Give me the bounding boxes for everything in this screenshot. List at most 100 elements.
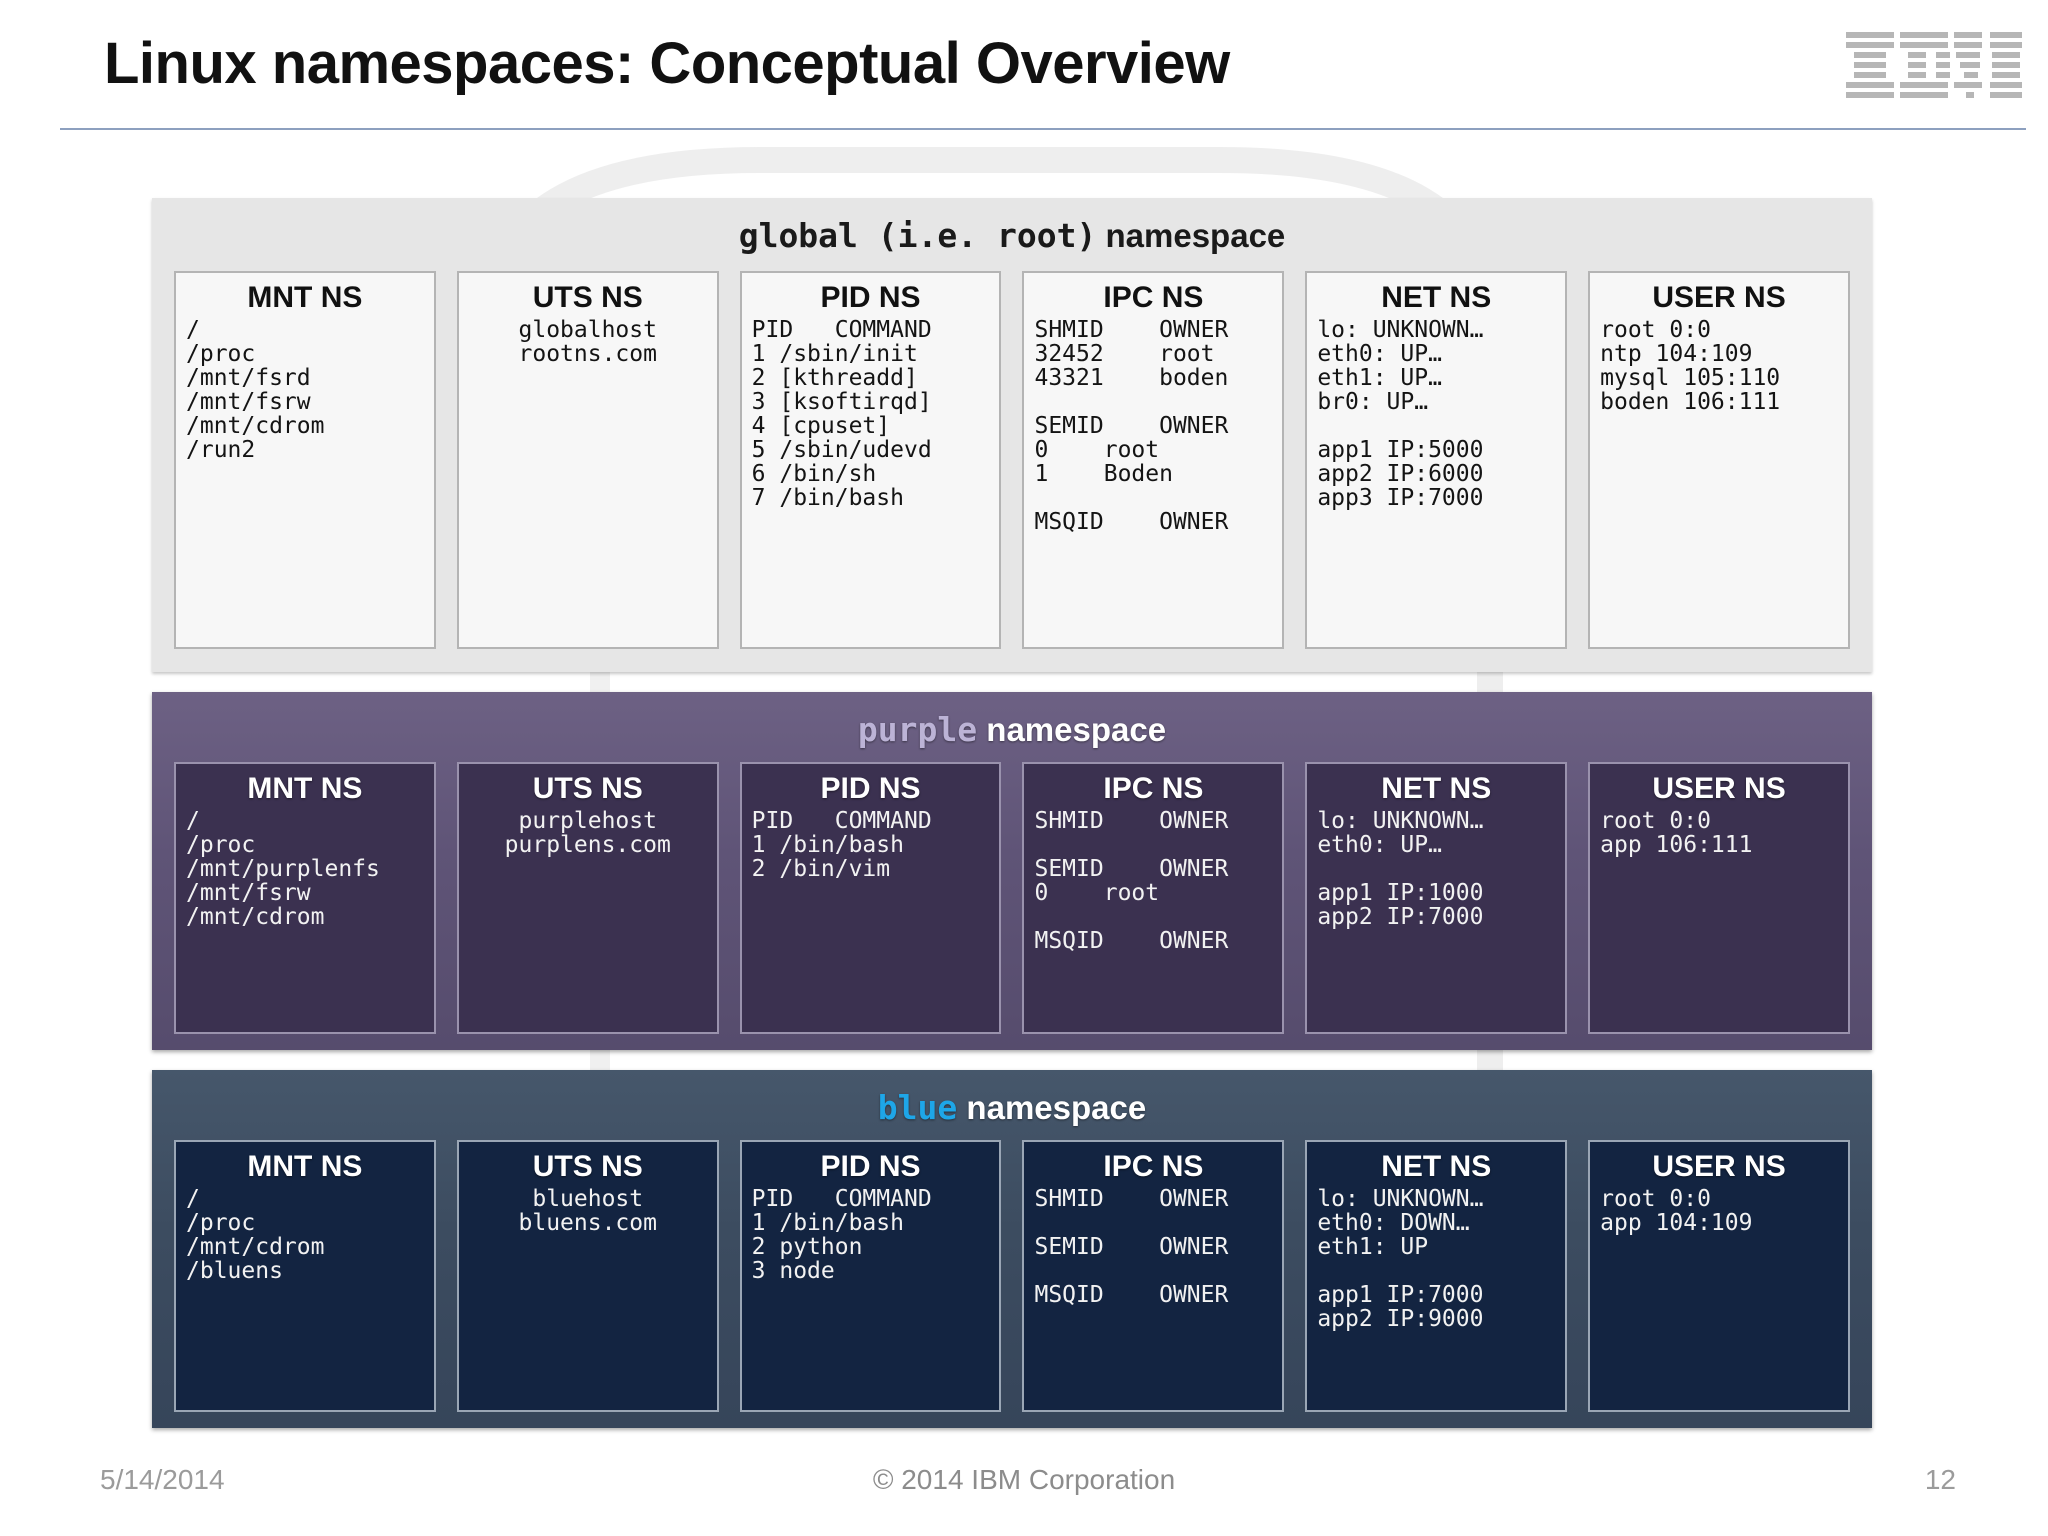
namespace-box-line: app1 IP:1000 [1317, 879, 1484, 906]
namespace-box-line: / [186, 316, 200, 343]
namespace-box-line: 5 /sbin/udevd [751, 436, 932, 463]
namespace-box-line [1034, 834, 1282, 858]
namespace-name-suffix: namespace [957, 1089, 1147, 1126]
namespace-box-line: MSQID OWNER [1034, 927, 1229, 954]
namespace-box-line: eth0: UP… [1317, 831, 1442, 858]
namespace-box-line: /mnt/purplenfs [186, 855, 380, 882]
namespace-box-line: /mnt/cdrom [186, 1233, 325, 1260]
namespace-box-line: / [186, 1185, 200, 1212]
namespace-box-mnt-ns: MNT NS//proc/mnt/fsrd/mnt/fsrw/mnt/cdrom… [174, 271, 436, 649]
namespace-name: purple [857, 710, 978, 749]
namespace-box-line: /mnt/fsrd [186, 364, 311, 391]
namespace-box-line: 32452 root [1034, 340, 1215, 367]
footer-page-number: 12 [1924, 1464, 1956, 1495]
namespace-box-line: lo: UNKNOWN… [1317, 316, 1484, 343]
namespace-box-line: 2 /bin/vim [751, 855, 891, 882]
namespace-box-line: rootns.com [518, 340, 657, 367]
namespace-box-line: boden 106:111 [1600, 388, 1781, 415]
namespace-box-line: 7 /bin/bash [751, 484, 904, 511]
namespace-box-line: bluens.com [518, 1209, 657, 1236]
namespace-name: blue [877, 1088, 958, 1127]
namespace-box-line: /run2 [186, 436, 256, 463]
namespace-box-line: /bluens [186, 1257, 283, 1284]
namespace-box-line: 6 /bin/sh [751, 460, 877, 487]
namespace-box-line: br0: UP… [1317, 388, 1429, 415]
namespace-row-global: global (i.e. root) namespace MNT NS//pro… [152, 198, 1872, 672]
namespace-box-line: MSQID OWNER [1034, 1281, 1229, 1308]
namespace-box-title: NET NS [1381, 772, 1492, 805]
namespace-box-line: MSQID OWNER [1034, 508, 1229, 535]
namespace-box-line: mysql 105:110 [1600, 364, 1781, 391]
namespace-box-line: /mnt/cdrom [186, 412, 325, 439]
namespace-box-line: /mnt/fsrw [186, 879, 311, 906]
footer-copyright: © 2014 IBM Corporation [872, 1464, 1176, 1495]
namespace-box-mnt-ns: MNT NS//proc/mnt/cdrom/bluens [174, 1140, 436, 1412]
namespace-box-line: app2 IP:7000 [1317, 903, 1484, 930]
namespace-row-blue: blue namespace MNT NS//proc/mnt/cdrom/bl… [152, 1070, 1872, 1428]
namespace-row-purple: purple namespace MNT NS//proc/mnt/purple… [152, 692, 1872, 1050]
namespace-box-title: USER NS [1652, 772, 1786, 805]
namespace-box-lines: SHMID OWNER SEMID OWNER MSQID OWNER [1024, 1186, 1282, 1308]
namespace-box-line: 0 root [1034, 436, 1160, 463]
namespace-box-line: 3 [ksoftirqd] [751, 388, 932, 415]
namespace-box-lines: //proc/mnt/purplenfs/mnt/fsrw/mnt/cdrom [176, 808, 434, 930]
namespace-box-title: IPC NS [1103, 281, 1204, 314]
namespace-box-line: app 104:109 [1600, 1209, 1753, 1236]
namespace-row-title: blue namespace [152, 1070, 1872, 1126]
namespace-box-line: 43321 boden [1034, 364, 1229, 391]
namespace-box-line [1317, 858, 1565, 882]
namespace-box-lines: lo: UNKNOWN…eth0: UP…eth1: UP…br0: UP… ap… [1307, 317, 1565, 511]
namespace-box-title: IPC NS [1103, 1150, 1204, 1183]
namespace-box-line: purplens.com [504, 831, 671, 858]
page-title: Linux namespaces: Conceptual Overview [104, 31, 1230, 96]
namespace-box-line: PID COMMAND [751, 807, 932, 834]
namespace-box-line: 1 Boden [1034, 460, 1173, 487]
namespace-box-lines: //proc/mnt/cdrom/bluens [176, 1186, 434, 1284]
namespace-row-title: purple namespace [152, 692, 1872, 748]
namespace-box-line: 1 /sbin/init [751, 340, 918, 367]
namespace-box-line: app1 IP:5000 [1317, 436, 1484, 463]
namespace-box-line: 0 root [1034, 879, 1160, 906]
namespace-box-line: eth1: UP [1317, 1233, 1429, 1260]
namespace-box-line: eth0: UP… [1317, 340, 1442, 367]
ibm-logo-icon [1846, 32, 2022, 98]
namespace-box-line: SHMID OWNER [1034, 1185, 1229, 1212]
namespace-box-line: 1 /bin/bash [751, 1209, 904, 1236]
namespace-box-line: root 0:0 [1600, 1185, 1711, 1212]
namespace-box-title: UTS NS [532, 772, 643, 805]
namespace-box-mnt-ns: MNT NS//proc/mnt/purplenfs/mnt/fsrw/mnt/… [174, 762, 436, 1034]
namespace-box-title: USER NS [1652, 281, 1786, 314]
namespace-box-title: MNT NS [247, 1150, 363, 1183]
namespace-box-line: bluehost [532, 1185, 644, 1212]
namespace-box-line: eth1: UP… [1317, 364, 1442, 391]
namespace-box-line [1034, 1212, 1282, 1236]
footer-date: 5/14/2014 [100, 1464, 225, 1495]
namespace-box-title: NET NS [1381, 1150, 1492, 1183]
namespace-box-line [1034, 906, 1282, 930]
namespace-box-line [1034, 487, 1282, 511]
namespace-box-line: app3 IP:7000 [1317, 484, 1484, 511]
namespace-box-line [1034, 391, 1282, 415]
namespace-box-line: SEMID OWNER [1034, 1233, 1229, 1260]
namespace-box-line: 2 [kthreadd] [751, 364, 918, 391]
namespace-box-line: ntp 104:109 [1600, 340, 1753, 367]
namespace-box-line [1317, 1260, 1565, 1284]
namespace-name-suffix: namespace [977, 711, 1167, 748]
namespace-box-line: 2 python [751, 1233, 863, 1260]
namespace-box-line [1034, 1260, 1282, 1284]
